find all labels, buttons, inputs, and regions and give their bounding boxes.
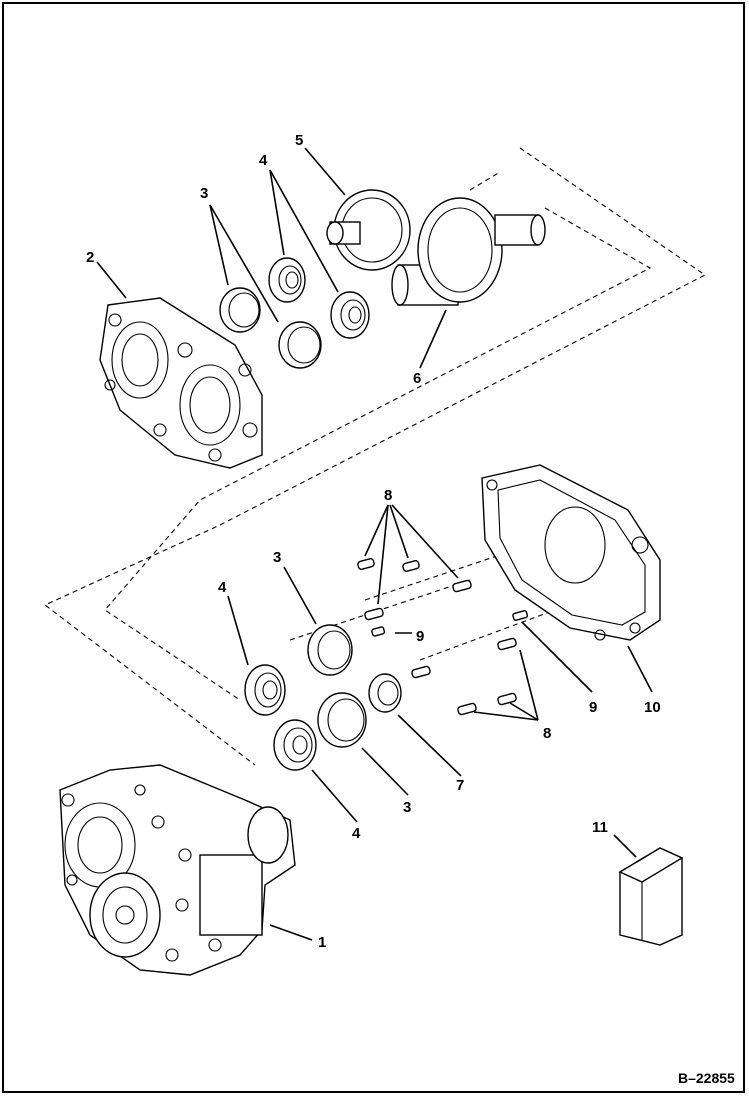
figure-reference: B–22855 bbox=[678, 1070, 735, 1086]
part-7-bearing-race bbox=[368, 673, 402, 713]
callout-3-upper: 3 bbox=[200, 185, 208, 202]
callout-3-middle: 3 bbox=[273, 549, 281, 566]
part-5-gear bbox=[326, 189, 411, 271]
callout-3-lower: 3 bbox=[403, 799, 411, 816]
part-3-bearing-cup-upper-b bbox=[278, 321, 322, 369]
callout-1: 1 bbox=[318, 934, 326, 951]
part-4-bearing-cone-lower-b bbox=[273, 719, 317, 771]
part-11-sealant bbox=[618, 847, 684, 946]
part-10-housing bbox=[481, 464, 661, 641]
part-4-bearing-cone-upper-b bbox=[330, 291, 370, 339]
part-6-shaft-gear bbox=[391, 197, 546, 306]
callout-9-right: 9 bbox=[589, 699, 597, 716]
callout-8-upper: 8 bbox=[384, 487, 392, 504]
callout-10: 10 bbox=[644, 699, 661, 716]
part-4-bearing-cone-upper-a bbox=[268, 257, 306, 303]
callout-7: 7 bbox=[456, 777, 464, 794]
callout-2: 2 bbox=[86, 249, 94, 266]
callout-labels: 2 3 4 5 6 8 9 3 4 9 10 8 7 3 4 1 11 bbox=[86, 132, 661, 951]
callout-6: 6 bbox=[413, 370, 421, 387]
leader-lines bbox=[96, 147, 653, 941]
callout-9-center: 9 bbox=[416, 628, 424, 645]
callout-11: 11 bbox=[592, 819, 608, 836]
part-4-bearing-cone-lower-a bbox=[244, 664, 286, 716]
callout-4-upper: 4 bbox=[259, 152, 268, 169]
part-3-bearing-cup-lower-a bbox=[307, 624, 353, 676]
callout-4-lower: 4 bbox=[352, 825, 361, 842]
part-2-cover-plate bbox=[99, 297, 263, 469]
part-1-transmission-assembly bbox=[59, 764, 296, 976]
callout-4-middle: 4 bbox=[218, 579, 227, 596]
callout-5: 5 bbox=[295, 132, 303, 149]
callout-8-lower: 8 bbox=[543, 725, 551, 742]
part-3-bearing-cup-lower-b bbox=[317, 692, 367, 748]
part-9-pins bbox=[371, 610, 529, 637]
part-8-dowel-pins bbox=[357, 558, 517, 716]
part-3-bearing-cup-upper-a bbox=[219, 287, 261, 333]
